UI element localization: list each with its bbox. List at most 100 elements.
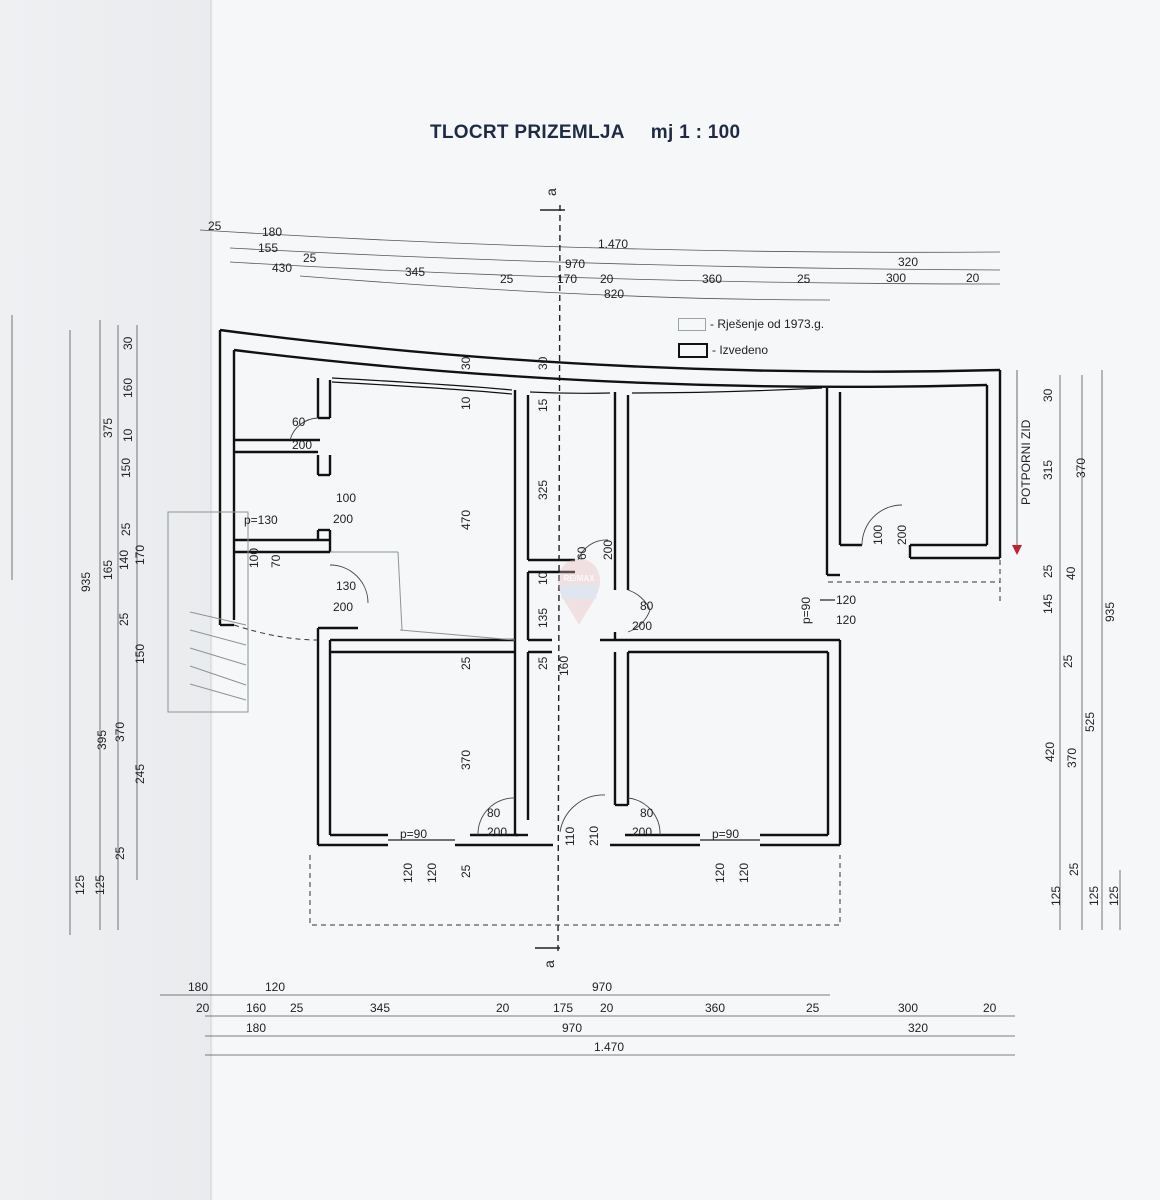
left-dimension-lines xyxy=(11,315,138,935)
plan-title-text: TLOCRT PRIZEMLJA xyxy=(430,122,625,143)
right-dimension-labels: 30 315 370 25 40 145 25 420 370 525 25 1… xyxy=(1041,388,1121,906)
dim-right-525: 525 xyxy=(1083,712,1097,732)
opening-9-h: 210 xyxy=(587,826,601,846)
opening-7-w: 80 xyxy=(487,806,501,820)
opening-8-w: 80 xyxy=(640,806,654,820)
dim-bottom-120: 120 xyxy=(265,980,285,994)
dim-wall-30a: 30 xyxy=(459,356,473,370)
dim-right-125a: 125 xyxy=(1049,886,1063,906)
dim-right-125b: 125 xyxy=(1087,886,1101,906)
dim-top-25c: 25 xyxy=(500,272,514,286)
bottom-dimension-lines xyxy=(160,994,1015,1056)
window-2-w: 120 xyxy=(401,863,415,883)
top-dimension-lines xyxy=(199,229,1001,301)
dim-right-30: 30 xyxy=(1041,388,1055,402)
dim-bottom-320: 320 xyxy=(908,1021,928,1035)
dim-right-315: 315 xyxy=(1041,460,1055,480)
window-marks xyxy=(388,599,835,841)
legend-row-new: - Izvedeno xyxy=(678,340,824,360)
remax-watermark: RE/MAX xyxy=(558,559,600,625)
window-2-h: 120 xyxy=(425,863,439,883)
dim-bottom-360: 360 xyxy=(705,1001,725,1015)
dim-left-25c: 25 xyxy=(113,846,127,860)
section-label-bottom: a xyxy=(541,960,557,968)
right-dimension-lines xyxy=(1059,370,1121,930)
legend-swatch-new xyxy=(678,342,708,358)
page-fold xyxy=(210,0,213,1200)
dim-left-140: 140 xyxy=(117,550,131,570)
dim-bottom-175: 175 xyxy=(553,1001,573,1015)
dim-wall-470: 470 xyxy=(459,510,473,530)
dim-left-245: 245 xyxy=(133,764,147,784)
dim-top-170: 170 xyxy=(557,272,577,286)
dim-right-370b: 370 xyxy=(1065,748,1079,768)
dim-left-25a: 25 xyxy=(119,522,133,536)
dim-wall-15: 15 xyxy=(536,398,550,412)
opening-8-h: 200 xyxy=(632,825,652,839)
dim-wall-325: 325 xyxy=(536,480,550,500)
dim-bottom-20d: 20 xyxy=(983,1001,997,1015)
dim-left-395: 395 xyxy=(95,730,109,750)
dim-right-25c: 25 xyxy=(1067,862,1081,876)
opening-9-w: 110 xyxy=(563,827,577,846)
dim-bottom-20b: 20 xyxy=(496,1001,510,1015)
opening-6-h: 200 xyxy=(895,525,909,545)
bottom-dimension-labels: 180 120 970 20 160 25 345 20 175 20 360 … xyxy=(188,980,997,1054)
dim-right-370a: 370 xyxy=(1074,458,1088,478)
dim-extra-25: 25 xyxy=(459,864,473,878)
dim-top-180: 180 xyxy=(262,225,282,239)
window-1-h: 70 xyxy=(269,554,283,568)
legend-label-old: - Rješenje od 1973.g. xyxy=(710,317,825,331)
left-dimension-labels: 935 375 165 395 125 30 160 10 150 25 140… xyxy=(73,336,147,895)
window-4-h: 120 xyxy=(836,613,856,627)
window-3-p: p=90 xyxy=(712,827,739,841)
dim-bottom-25b: 25 xyxy=(806,1001,820,1015)
dim-bottom-1470: 1.470 xyxy=(594,1040,624,1054)
opening-3-w: 130 xyxy=(336,579,356,593)
dashed-outlines xyxy=(233,560,1001,926)
legend-swatch-old xyxy=(678,317,706,331)
dim-left-935: 935 xyxy=(79,572,93,592)
legend: - Rješenje od 1973.g. - Izvedeno xyxy=(678,314,824,366)
dim-right-935: 935 xyxy=(1103,602,1117,622)
window-2-p: p=90 xyxy=(400,827,427,841)
dim-bottom-180b: 180 xyxy=(246,1021,266,1035)
opening-5-w: 80 xyxy=(640,599,654,613)
dim-top-360: 360 xyxy=(702,272,722,286)
retaining-wall-label: POTPORNI ZID xyxy=(1019,419,1033,505)
dim-wall-25a: 25 xyxy=(459,656,473,670)
interior-labels: 30 10 470 25 370 30 15 325 10 135 25 160… xyxy=(244,356,909,883)
dim-top-345: 345 xyxy=(405,265,425,279)
dim-bottom-970a: 970 xyxy=(592,980,612,994)
window-1-p: p=130 xyxy=(244,513,278,527)
retaining-wall-arrow: POTPORNI ZID xyxy=(1012,370,1033,555)
door-swings xyxy=(289,417,903,836)
opening-1-w: 60 xyxy=(292,415,306,429)
dim-top-1470: 1.470 xyxy=(598,237,628,251)
dim-left-170: 170 xyxy=(133,545,147,565)
legend-label-new: - Izvedeno xyxy=(712,343,769,357)
dim-top-25d: 25 xyxy=(797,272,811,286)
window-3-h: 120 xyxy=(737,863,751,883)
opening-1-h: 200 xyxy=(292,438,312,452)
dim-bottom-20a: 20 xyxy=(196,1001,210,1015)
window-3-w: 120 xyxy=(713,863,727,883)
dim-top-155: 155 xyxy=(258,241,278,255)
dim-top-430: 430 xyxy=(272,261,292,275)
window-4-p: p=90 xyxy=(799,597,813,624)
opening-5-h: 200 xyxy=(632,619,652,633)
opening-2-h: 200 xyxy=(333,512,353,526)
dim-top-25: 25 xyxy=(208,219,222,233)
remax-watermark-text: RE/MAX xyxy=(563,574,595,583)
dim-left-165: 165 xyxy=(101,560,115,580)
dim-bottom-970b: 970 xyxy=(562,1021,582,1035)
dim-left-30: 30 xyxy=(121,336,135,350)
dim-top-25b: 25 xyxy=(303,251,317,265)
section-label-top: a xyxy=(543,188,559,196)
exterior-walls xyxy=(218,328,1002,847)
dim-bottom-300: 300 xyxy=(898,1001,918,1015)
plan-scale: mj 1 : 100 xyxy=(650,122,741,143)
opening-2-w: 100 xyxy=(336,491,356,505)
dim-wall-30b: 30 xyxy=(536,356,550,370)
